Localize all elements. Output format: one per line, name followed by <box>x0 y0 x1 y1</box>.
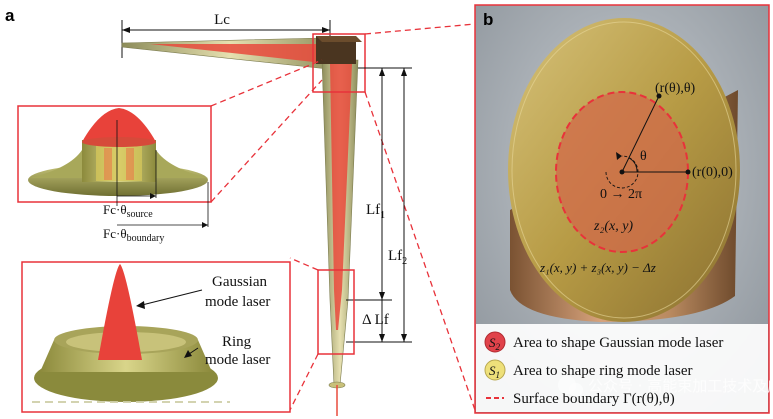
legend-s1-text: Area to shape ring mode laser <box>513 363 693 379</box>
r-zero-label: (r(0),0) <box>692 165 733 180</box>
watermark: 公众号 · 高能束加工技术及应用 <box>558 376 773 397</box>
angle-range-label: 0 → 2π <box>600 187 642 202</box>
lf-dimensions <box>346 67 412 343</box>
zoom-line-bottom <box>364 91 476 411</box>
r-theta-label: (r(θ),θ) <box>655 81 696 96</box>
lf1-label: Lf1 <box>366 202 385 221</box>
panel-b-letter: b <box>483 10 493 29</box>
focus-zoom-line-bottom <box>289 353 319 411</box>
z2-label: z₂(x, y) <box>593 219 633 234</box>
source-profile-inset <box>17 59 323 206</box>
legend-boundary-text: Surface boundary Γ(r(θ),θ) <box>513 391 675 407</box>
gaussian-label-line1: Gaussian <box>212 274 267 290</box>
gaussian-label-line2: mode laser <box>205 294 270 310</box>
panel-a-letter: a <box>5 6 15 25</box>
fc-boundary-label: Fc·θboundary <box>103 226 164 244</box>
legend-s2-text: Area to shape Gaussian mode laser <box>513 335 723 351</box>
z-equation-label: z₁(x, y) + z₃(x, y) − Δz <box>539 260 656 275</box>
lf2-label: Lf2 <box>388 248 407 267</box>
mirror-highlight-box <box>312 33 366 93</box>
vertical-beam <box>321 59 359 416</box>
theta-label: θ <box>640 149 647 164</box>
legend-s2-symbol: S2 <box>489 335 501 352</box>
zoom-line-top <box>364 23 476 35</box>
horizontal-beam <box>121 37 339 71</box>
focus-highlight-box <box>317 269 355 355</box>
fc-dimension-lines <box>117 150 209 228</box>
lc-label: Lc <box>214 12 230 28</box>
legend <box>476 324 768 412</box>
focus-zoom-line-top <box>289 257 319 271</box>
fc-source-label: Fc·θsource <box>103 202 153 220</box>
ring-label-line2: mode laser <box>205 352 270 368</box>
lc-dimension <box>121 20 331 58</box>
decomposed-profile-inset <box>21 261 291 413</box>
inset-arrows <box>136 289 203 358</box>
delta-lf-label: Δ Lf <box>362 312 389 328</box>
watermark-text: 公众号 · 高能束加工技术及应用 <box>588 377 773 395</box>
ring-label-line1: Ring <box>222 334 252 350</box>
polar-annotations <box>605 93 691 189</box>
legend-s1-symbol: S1 <box>489 363 500 380</box>
mirror-block <box>316 36 362 64</box>
